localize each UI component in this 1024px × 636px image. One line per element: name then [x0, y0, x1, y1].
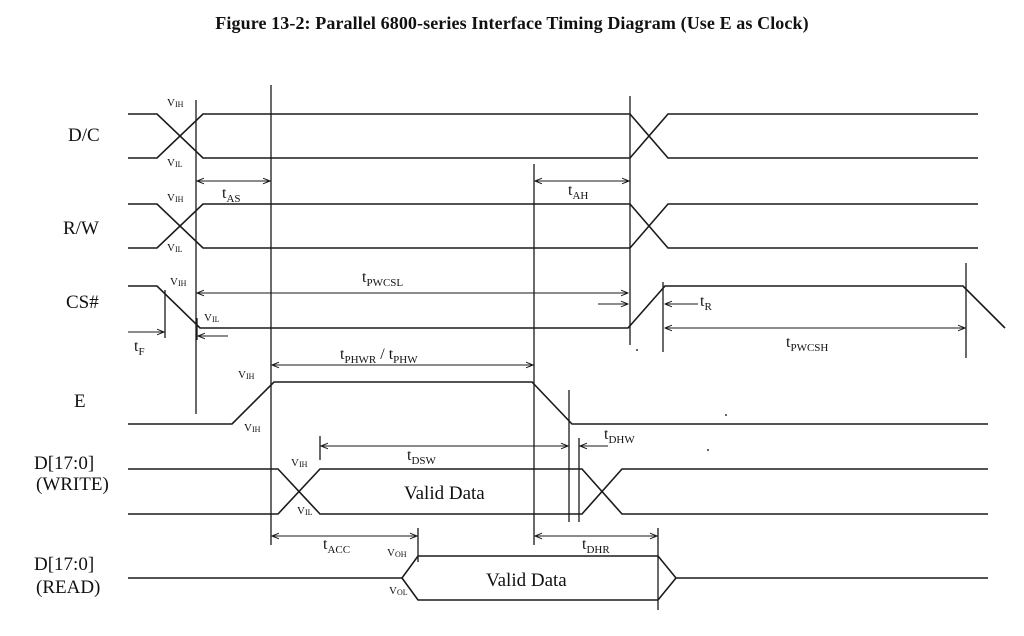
label-tas: tAS	[222, 185, 241, 205]
signal-label-rw: R/W	[63, 218, 99, 239]
timing-arrows	[128, 181, 965, 536]
signal-label-dwrite-mode: (WRITE)	[36, 474, 109, 495]
signal-label-dread: D[17:0]	[34, 554, 94, 575]
signal-label-dc: D/C	[68, 125, 100, 146]
waveform-dread	[128, 555, 988, 601]
signal-label-e: E	[74, 391, 86, 412]
level-vil-dwrite: VIL	[297, 505, 313, 517]
level-vih-rw: VIH	[167, 192, 184, 204]
level-labels: VIH VIL VIH VIL VIH VIL VIH VIH VIH VIL …	[167, 97, 408, 597]
level-vil-dc: VIL	[167, 157, 183, 169]
level-vil-cs: VIL	[204, 312, 220, 324]
label-tdsw: tDSW	[407, 447, 437, 467]
waveform-e	[128, 381, 988, 425]
label-tf: tF	[134, 338, 145, 358]
level-vih-e-low: VIH	[244, 422, 261, 434]
valid-data-write: Valid Data	[404, 483, 485, 504]
waveform-dwrite	[128, 468, 988, 515]
label-tpwcsh: tPWCSH	[786, 334, 828, 354]
signal-label-dwrite: D[17:0]	[34, 453, 94, 474]
figure-title: Figure 13-2: Parallel 6800-series Interf…	[215, 13, 809, 33]
label-tphwr-tphw: tPHWR / tPHW	[340, 346, 418, 366]
timing-labels: tAS tAH tPWCSL tR tF tPWCSH tPHWR / tPHW…	[134, 182, 828, 556]
valid-data-read: Valid Data	[486, 570, 567, 591]
waveform-dc	[128, 113, 978, 159]
waveform-cs	[128, 285, 1006, 329]
level-vih-e-high: VIH	[238, 369, 255, 381]
level-voh-dread: VOH	[387, 547, 407, 559]
label-tdhw: tDHW	[604, 426, 635, 446]
scan-dots	[636, 349, 727, 451]
label-tah: tAH	[568, 182, 588, 202]
label-tpwcsl: tPWCSL	[362, 269, 403, 289]
level-vih-dc: VIH	[167, 97, 184, 109]
label-tr: tR	[700, 293, 712, 313]
level-vih-cs: VIH	[170, 276, 187, 288]
level-vih-dwrite: VIH	[291, 457, 308, 469]
signal-label-cs: CS#	[66, 292, 99, 313]
label-tdhr: tDHR	[582, 536, 610, 556]
waveform-rw	[128, 203, 978, 249]
signal-label-dread-mode: (READ)	[36, 577, 100, 598]
reference-guides	[164, 85, 967, 610]
label-tacc: tACC	[323, 536, 350, 556]
level-vol-dread: VOL	[389, 585, 408, 597]
level-vil-rw: VIL	[167, 242, 183, 254]
